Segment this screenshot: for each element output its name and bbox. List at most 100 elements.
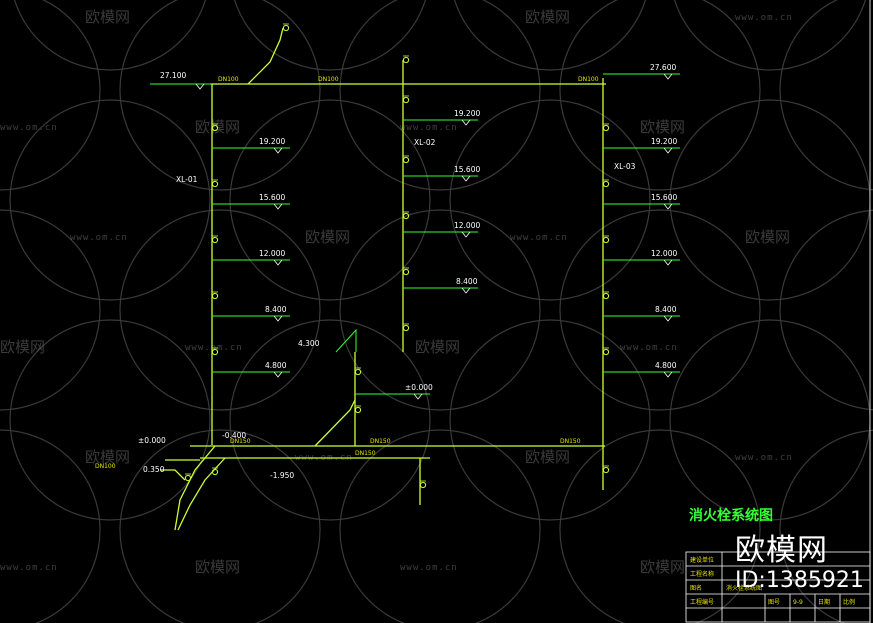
watermark-url-text: www.om.cn <box>70 233 128 243</box>
tb-sheet: 9-9 <box>793 599 803 606</box>
level-8-right: 8.400 <box>655 305 677 314</box>
inlet-diagonal-b <box>177 457 226 531</box>
watermark-url-text: www.om.cn <box>510 233 568 243</box>
watermark-brand: 欧模网 <box>735 533 828 568</box>
hydrant-marker <box>211 467 219 476</box>
watermark-brand-text: 欧模网 <box>415 338 460 356</box>
watermark-brand-text: 欧模网 <box>305 228 350 246</box>
pipe-size-8: DN100 <box>95 463 116 470</box>
watermark-circle <box>339 429 541 623</box>
level-triangle <box>663 147 673 154</box>
pipe-size-3: DN100 <box>578 76 599 83</box>
hydrant-marker <box>419 480 427 489</box>
watermark-circle <box>449 319 651 521</box>
level-triangle <box>663 371 673 378</box>
level-triangle <box>461 119 471 126</box>
level-19-mid: 19.200 <box>454 109 480 118</box>
riser-label-xl02: XL-02 <box>414 138 436 147</box>
pipe-size-5: DN150 <box>370 438 391 445</box>
level-19-left: 19.200 <box>259 137 285 146</box>
watermark-brand-block: 欧模网 ID:1385921 <box>735 536 864 592</box>
hydrant-marker <box>602 291 610 300</box>
hydrant-marker <box>402 95 410 104</box>
hydrant-marker <box>211 291 219 300</box>
watermark-circle <box>9 319 211 521</box>
watermark-url-text: www.om.cn <box>0 123 58 133</box>
watermark-circle <box>779 429 873 623</box>
watermark-brand-text: 欧模网 <box>85 8 130 26</box>
watermark-id: ID:1385921 <box>735 568 864 593</box>
hydrant-marker <box>402 211 410 220</box>
tb-project-no: 工程编号 <box>690 598 714 606</box>
watermark-circle <box>229 99 431 301</box>
level-triangle <box>461 175 471 182</box>
riser-label-xl03: XL-03 <box>614 162 636 171</box>
watermark-circle <box>119 0 321 191</box>
top-diagonal-branch <box>247 27 284 85</box>
watermark-circle <box>119 209 321 411</box>
mid-diagonal-branch <box>314 399 356 447</box>
watermark-url-text: www.om.cn <box>400 123 458 133</box>
tb-col-no: 图号 <box>768 599 780 606</box>
watermark-circle <box>559 429 761 623</box>
level-15-right: 15.600 <box>651 193 677 202</box>
watermark-circle <box>234 0 426 71</box>
hydrant-marker <box>602 235 610 244</box>
hydrant-marker <box>211 347 219 356</box>
watermark-brand-text: 欧模网 <box>525 8 570 26</box>
hydrant-marker <box>211 123 219 132</box>
watermark-brand-text: 欧模网 <box>195 558 240 576</box>
pipe-network <box>160 27 606 531</box>
tb-drawing-value: 消火栓系统图 <box>726 584 762 592</box>
level-15-left: 15.600 <box>259 193 285 202</box>
title-block-text: 建设单位 工程名称 图名 消火栓系统图 工程编号 图号 9-9 日期 比例 <box>690 556 855 606</box>
level-triangle <box>195 83 205 90</box>
watermark-brand-text: 欧模网 <box>640 118 685 136</box>
watermark-circle <box>674 0 866 71</box>
level-4-right: 4.800 <box>655 361 677 370</box>
tb-drawing-name: 图名 <box>690 584 702 592</box>
riser-labels: XL-01 XL-02 XL-03 <box>176 138 636 184</box>
watermark-circle <box>339 0 541 191</box>
level-triangle <box>663 203 673 210</box>
level-zero-left: ±0.000 <box>138 436 166 445</box>
level-triangle <box>413 393 423 400</box>
watermark-brand-text: 欧模网 <box>525 448 570 466</box>
level-triangle <box>461 287 471 294</box>
tb-col-scale: 比例 <box>843 598 855 606</box>
watermark-circle <box>669 99 871 301</box>
level-zero-mid: ±0.000 <box>405 383 433 392</box>
watermark-brand-text: 欧模网 <box>0 338 45 356</box>
hydrant-marker <box>282 23 290 32</box>
watermark-url-text: www.om.cn <box>0 563 58 573</box>
level-19-right: 19.200 <box>651 137 677 146</box>
level-8-mid: 8.400 <box>456 277 478 286</box>
hydrant-marker <box>402 267 410 276</box>
watermark-circle <box>449 99 651 301</box>
level-lines <box>150 73 680 395</box>
watermark-circle <box>559 209 761 411</box>
hydrant-marker <box>402 55 410 64</box>
hydrant-marker <box>402 323 410 332</box>
title-block-frame <box>685 551 871 623</box>
watermark-url-text: www.om.cn <box>735 453 793 463</box>
tb-col-date: 日期 <box>818 598 830 606</box>
drawing-title: 消火栓系统图 <box>689 508 773 524</box>
riser-label-xl01: XL-01 <box>176 175 198 184</box>
hydrant-marker <box>354 405 362 414</box>
level-12-mid: 12.000 <box>454 221 480 230</box>
level-12-right: 12.000 <box>651 249 677 258</box>
pipe-size-7: DN150 <box>355 450 376 457</box>
level-triangle <box>273 147 283 154</box>
level-minus-0-4: -0.400 <box>222 431 246 440</box>
watermark-url-text: www.om.cn <box>400 563 458 573</box>
watermark-circle <box>339 209 541 411</box>
level-markers <box>195 73 673 400</box>
level-triangle <box>663 315 673 322</box>
watermark-circle <box>454 0 646 71</box>
watermark-circle <box>229 319 431 521</box>
level-triangle <box>273 203 283 210</box>
